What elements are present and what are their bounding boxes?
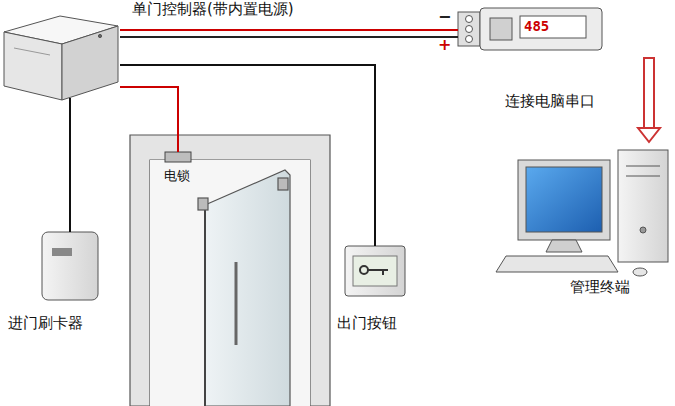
polarity-sign: − bbox=[438, 8, 451, 26]
wire bbox=[69, 98, 71, 232]
node-label: 管理终端 bbox=[570, 278, 630, 296]
converter-node: 485 bbox=[458, 6, 604, 52]
polarity-sign: + bbox=[438, 36, 451, 54]
computer bbox=[496, 150, 668, 276]
rs485-converter bbox=[458, 8, 602, 50]
lock-node: 电锁 bbox=[160, 150, 200, 190]
computer-node: 管理终端 bbox=[495, 145, 671, 297]
electric-lock bbox=[165, 152, 191, 162]
wire bbox=[120, 87, 178, 152]
arrow-shaft bbox=[644, 58, 654, 128]
node-label: 485 bbox=[524, 18, 549, 35]
node-label: 单门控制器(带内置电源) bbox=[132, 0, 294, 18]
connector bbox=[70, 98, 71, 232]
door-illustration bbox=[130, 135, 330, 406]
reader-node: 进门刷卡器 bbox=[5, 230, 105, 338]
node-label: 进门刷卡器 bbox=[8, 314, 83, 332]
connector bbox=[120, 65, 375, 246]
edge-label: 连接电脑串口 bbox=[505, 92, 595, 110]
button-node: 出门按钮 bbox=[330, 244, 420, 338]
wire bbox=[120, 29, 458, 31]
connector bbox=[120, 30, 458, 37]
wire bbox=[120, 65, 375, 246]
node-label: 出门按钮 bbox=[337, 314, 397, 332]
wire bbox=[120, 36, 458, 38]
node-label: 电锁 bbox=[164, 168, 190, 184]
connector bbox=[638, 58, 660, 142]
exit-button bbox=[345, 246, 405, 296]
arrow-head bbox=[638, 128, 660, 142]
card-reader bbox=[42, 232, 98, 300]
controller-box bbox=[4, 16, 118, 100]
controller-node: 单门控制器(带内置电源) bbox=[0, 14, 120, 102]
connector bbox=[120, 87, 178, 152]
